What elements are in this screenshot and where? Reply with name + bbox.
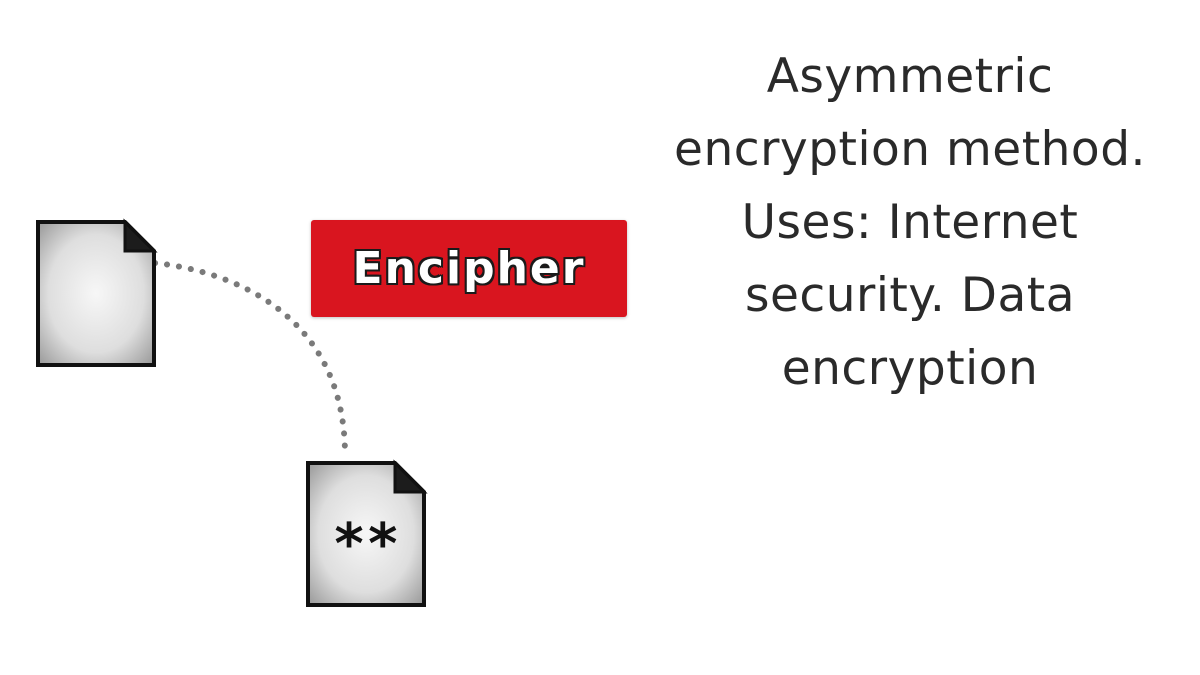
description-line: Uses: Internet xyxy=(741,195,1079,250)
encrypted-document-icon: ** xyxy=(306,459,428,607)
description-line: encryption xyxy=(781,341,1039,396)
description-line: encryption method. xyxy=(674,122,1146,177)
connector-arrow xyxy=(152,260,348,458)
encipher-label: Encipher xyxy=(311,220,627,317)
encrypted-content: ** xyxy=(332,512,399,577)
encipher-label-text: Encipher xyxy=(352,243,586,294)
description-line: security. Data xyxy=(744,268,1076,323)
description-text: Asymmetric encryption method. Uses: Inte… xyxy=(650,40,1170,405)
document-icon xyxy=(36,218,158,367)
description-line: Asymmetric xyxy=(766,49,1054,104)
